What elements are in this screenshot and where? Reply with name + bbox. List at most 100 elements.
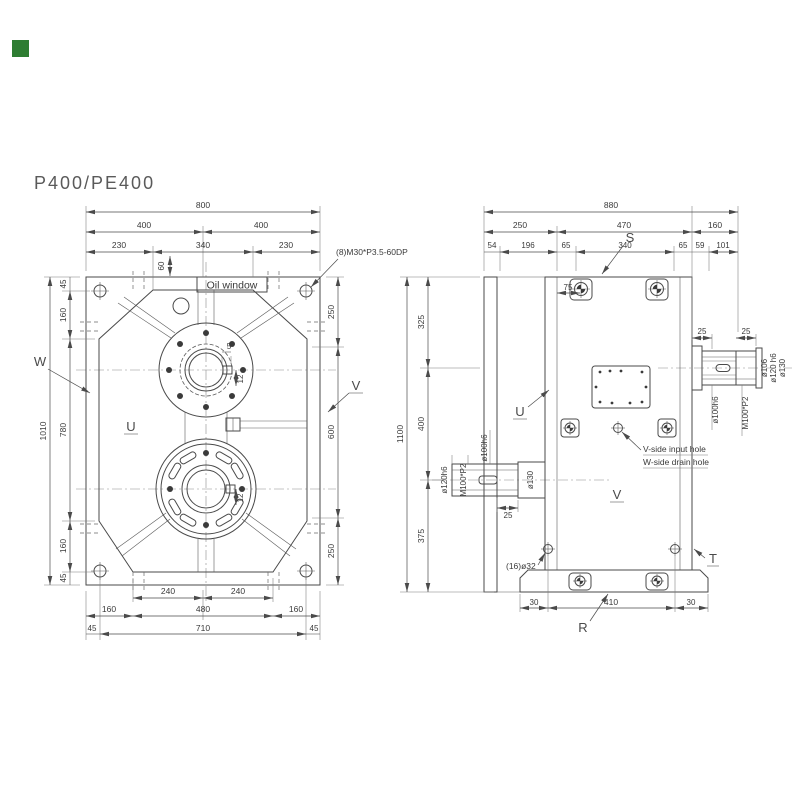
dim-780: 780 [58, 423, 68, 437]
input-shaft: ø120h6 M100*P2 ø100h6 ø130 25 [440, 430, 546, 520]
foot-hole-left [540, 541, 556, 557]
input-hole-note: V-side input hole [643, 444, 706, 454]
page-title: P400/PE400 [34, 173, 155, 193]
lower-bearing [155, 438, 257, 540]
label-r-leader [589, 593, 609, 622]
label-s: S [626, 230, 635, 245]
dim-59: 59 [696, 241, 705, 250]
drain-hole-leader [621, 431, 642, 451]
dim-60: 60 [157, 261, 166, 270]
label-w-leader [47, 368, 91, 394]
dim-out-thread: M100*P2 [741, 396, 750, 429]
dim-in-boss-o130: ø130 [526, 470, 535, 489]
label-v-leader [327, 392, 350, 413]
label-v-side: V [613, 487, 622, 502]
dim-240-right: 240 [231, 586, 245, 596]
label-w: W [34, 354, 47, 369]
dim-340: 340 [196, 240, 210, 250]
dim-710: 710 [196, 623, 210, 633]
dim-250-bottom: 250 [326, 544, 336, 558]
mid-boss-right-bolt [659, 420, 675, 436]
dim-325: 325 [416, 315, 426, 329]
dim-160-bl: 160 [102, 604, 116, 614]
dim-400-side: 400 [416, 417, 426, 431]
dim-in-bore: ø100h6 [480, 434, 489, 462]
front-bottom-dims: 240 240 160 480 160 45 710 45 [85, 578, 321, 640]
dim-in-thread: M100*P2 [459, 463, 468, 496]
dim-600: 600 [326, 425, 336, 439]
feet [519, 541, 709, 593]
housing-ribs [115, 290, 307, 572]
dim-400-right: 400 [254, 220, 268, 230]
dim-800: 800 [196, 200, 210, 210]
corner-hole [90, 561, 110, 581]
dim-1100: 1100 [395, 425, 405, 444]
dim-375: 375 [416, 529, 426, 543]
label-t-leader [693, 548, 706, 559]
dim-out-25a: 25 [698, 327, 707, 336]
label-s-leader [601, 245, 624, 275]
side-view: V-side input hole W-side drain hole 25 2… [395, 200, 792, 635]
bolt-note-leader [310, 258, 339, 288]
dim-250: 250 [513, 220, 527, 230]
dim-160-br: 160 [289, 604, 303, 614]
corner-hole [90, 281, 110, 301]
drain-hole-note: W-side drain hole [643, 457, 709, 467]
label-u-side: U [515, 404, 524, 419]
mid-boss-left-bolt [562, 420, 578, 436]
front-top-dims: 800 400 400 230 340 230 60 (8)M30*P3.5-6… [85, 200, 408, 290]
oil-filler-plug [172, 297, 190, 315]
dim-45-top: 45 [59, 279, 68, 288]
mid-boss-left [560, 418, 580, 438]
input-keyway [478, 475, 498, 485]
feet-holes-note: (16)ø32 [506, 561, 536, 571]
dim-240-left: 240 [161, 586, 175, 596]
mid-boss-right [657, 418, 677, 438]
upper-bearing [158, 322, 254, 418]
upper-keyway [222, 365, 233, 375]
label-r: R [578, 620, 587, 635]
dim-65-left: 65 [562, 241, 571, 250]
side-top-dims: 880 250 470 160 54 196 65 340 65 59 101 … [483, 200, 739, 340]
output-keyway [715, 364, 731, 372]
dim-key-5: 5 [227, 342, 232, 351]
dim-880: 880 [604, 200, 618, 210]
top-boss-right-bolt [647, 279, 667, 299]
dim-54: 54 [488, 241, 497, 250]
dim-160: 160 [708, 220, 722, 230]
label-u-side-leader [527, 389, 550, 408]
output-shaft: 25 25 ø106 ø120 h6 ø130 ø100h6 M100*P2 [691, 327, 787, 436]
oil-window-box [196, 276, 268, 293]
corner-hole [296, 281, 316, 301]
dim-470: 470 [617, 220, 631, 230]
label-t: T [709, 551, 717, 566]
dim-480: 480 [196, 604, 210, 614]
dim-o120h6-out: ø120 h6 [769, 353, 778, 383]
housing-outline [98, 289, 308, 573]
top-boss-right [645, 278, 669, 301]
dim-400-left: 400 [137, 220, 151, 230]
front-right-dims: 250 600 250 [312, 276, 344, 586]
dim-o106: ø106 [760, 358, 769, 377]
keyway-dims: 5 12 12 [221, 342, 245, 505]
dim-160-top: 160 [58, 308, 68, 322]
corner-hole [296, 561, 316, 581]
dim-30-right: 30 [687, 598, 696, 607]
dim-250-top: 250 [326, 305, 336, 319]
side-bosses [80, 271, 326, 591]
dim-45-bl: 45 [88, 624, 97, 633]
front-view: Oil window [34, 200, 408, 640]
dim-410: 410 [604, 597, 618, 607]
label-u-front: U [126, 419, 135, 434]
inspection-window [591, 365, 651, 409]
dim-in-25: 25 [504, 511, 513, 520]
oil-window-label: Oil window [207, 280, 258, 292]
dim-230-right: 230 [279, 240, 293, 250]
side-bottom-dims: 30 410 30 [519, 556, 709, 612]
dim-key-12-top: 12 [236, 374, 245, 383]
dim-45-br: 45 [310, 624, 319, 633]
dim-340-side: 340 [618, 241, 632, 250]
dim-101: 101 [716, 241, 730, 250]
